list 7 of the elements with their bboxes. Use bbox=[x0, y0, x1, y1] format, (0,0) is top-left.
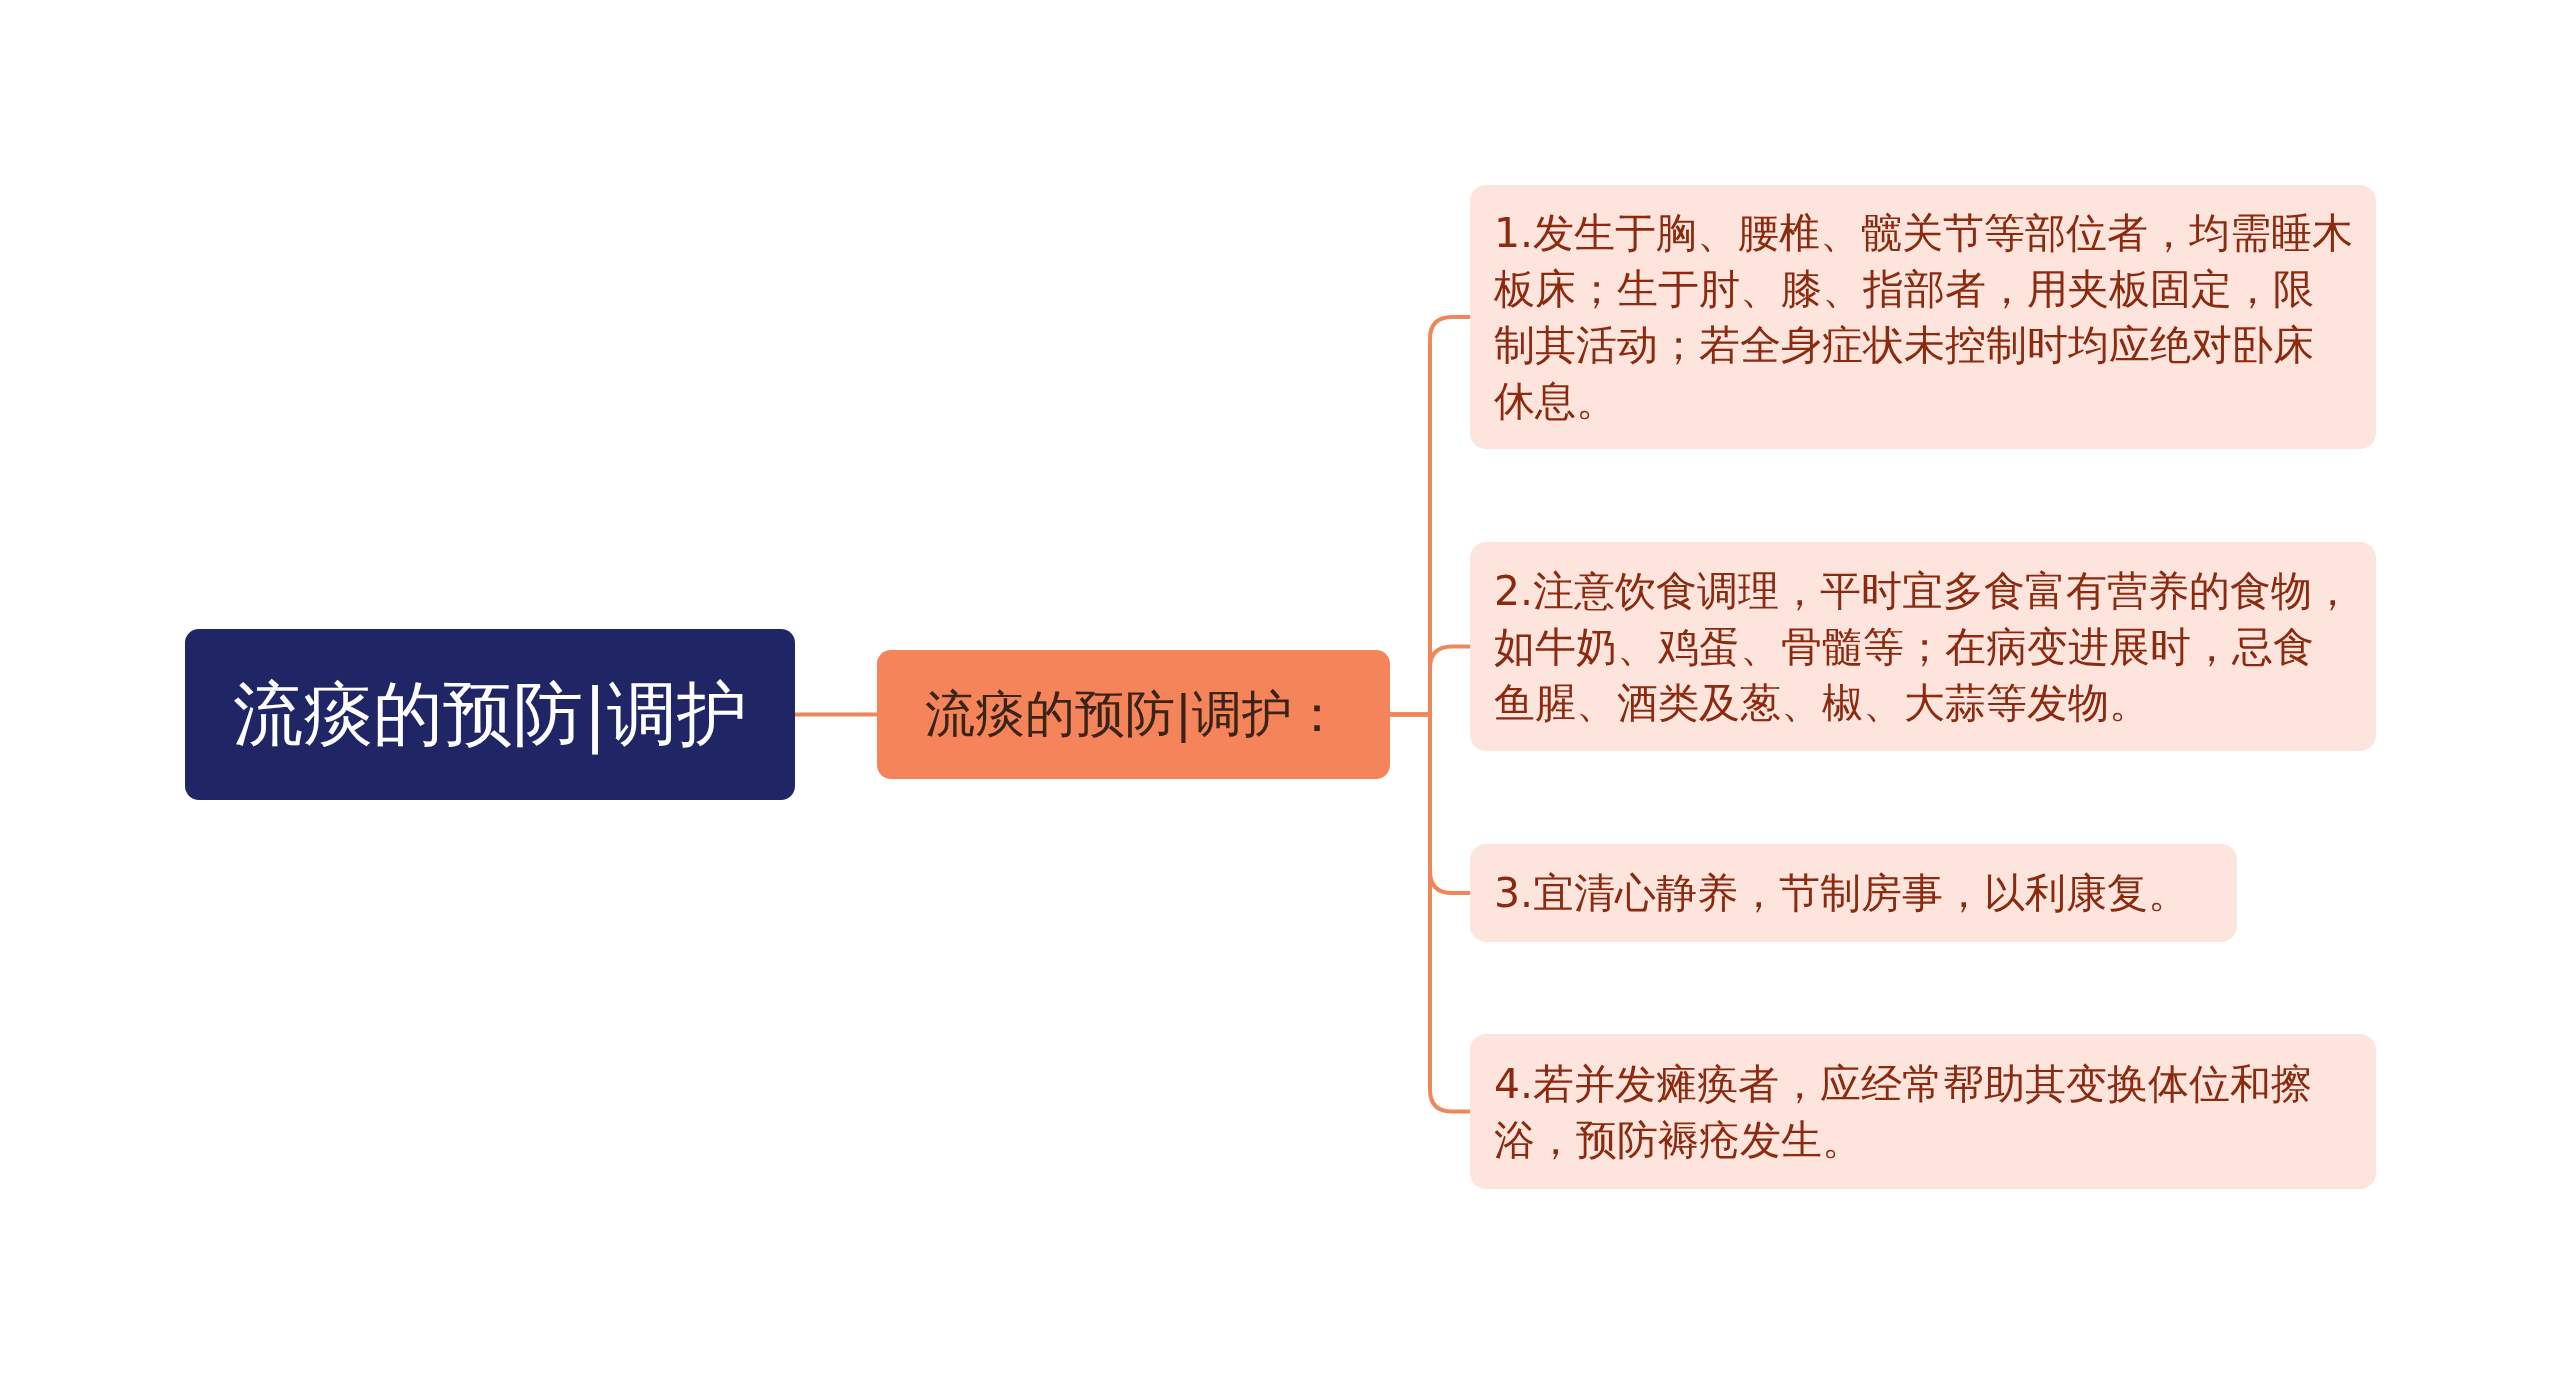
subtopic-box: 流痰的预防|调护： bbox=[877, 650, 1390, 779]
note-box: 4.若并发瘫痪者，应经常帮助其变换体位和擦浴，预防褥疮发生。 bbox=[1470, 1034, 2376, 1189]
note-box: 3.宜清心静养，节制房事，以利康复。 bbox=[1470, 844, 2237, 942]
note-box: 1.发生于胸、腰椎、髋关节等部位者，均需睡木板床；生于肘、膝、指部者，用夹板固定，限制其活动；若全身症状未控制时均应绝对卧床休息。 bbox=[1470, 185, 2376, 449]
note-box: 2.注意饮食调理，平时宜多食富有营养的食物，如牛奶、鸡蛋、骨髓等；在病变进展时，忌食鱼腥、酒类及葱、椒、大蒜等发物。 bbox=[1470, 542, 2376, 751]
topic-box: 流痰的预防|调护 bbox=[185, 629, 795, 800]
connector-line bbox=[795, 712, 877, 717]
